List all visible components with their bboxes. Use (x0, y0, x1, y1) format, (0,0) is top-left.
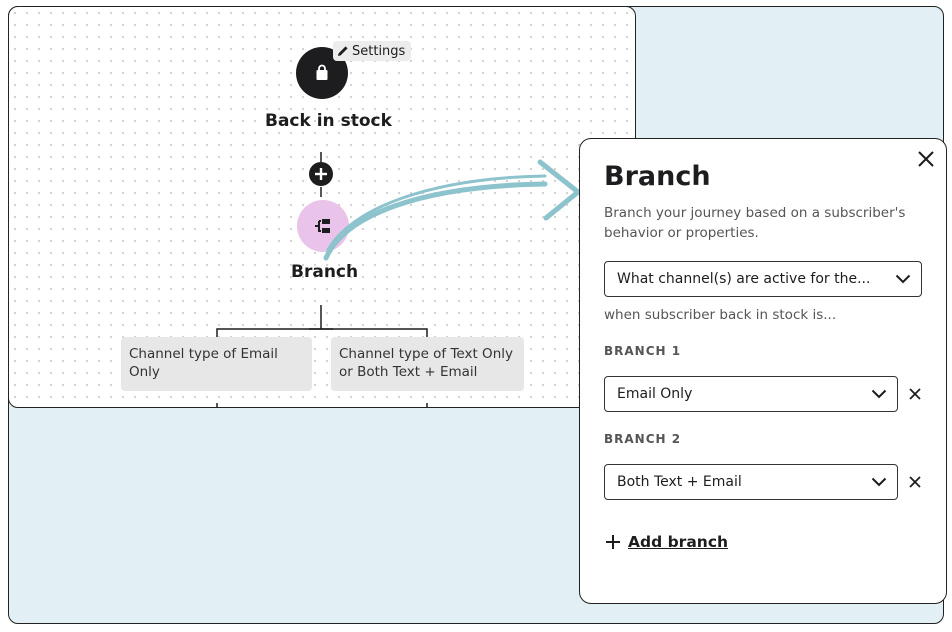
branch-node[interactable] (297, 200, 349, 252)
branch-1-value: Email Only (617, 386, 693, 402)
journey-canvas[interactable]: Settings Back in stock Branch Channel ty… (8, 6, 636, 408)
add-branch-label: Add branch (628, 533, 729, 551)
branch-2-heading: BRANCH 2 (604, 432, 682, 446)
branch-condition-chip[interactable]: Channel type of Text Only or Both Text +… (331, 337, 524, 391)
connector-lines (216, 152, 428, 407)
condition-select[interactable]: What channel(s) are active for the... (604, 261, 922, 297)
branch-1-heading: BRANCH 1 (604, 344, 682, 358)
condition-select-value: What channel(s) are active for the... (617, 271, 871, 287)
chevron-down-icon (871, 389, 887, 399)
branch-icon (315, 219, 330, 233)
helper-text: when subscriber back in stock is... (604, 307, 837, 323)
panel-title: Branch (604, 161, 711, 192)
plus-circle-icon[interactable] (308, 161, 334, 187)
chevron-down-icon (871, 477, 887, 487)
settings-label: Settings (352, 43, 406, 59)
plus-icon (606, 535, 620, 549)
pencil-icon (338, 46, 348, 56)
branch-condition-chip[interactable]: Channel type of Email Only (121, 337, 312, 391)
shopping-bag-icon (316, 64, 328, 80)
close-icon[interactable] (916, 149, 936, 169)
branch-settings-panel: Branch Branch your journey based on a su… (579, 138, 947, 604)
branch-2-value: Both Text + Email (617, 474, 742, 490)
trigger-node-label: Back in stock (265, 111, 392, 131)
add-branch-button[interactable]: Add branch (604, 533, 728, 551)
branch-node-label: Branch (291, 262, 359, 282)
branch-1-select[interactable]: Email Only (604, 376, 898, 412)
remove-branch-1-icon[interactable] (906, 385, 924, 403)
remove-branch-2-icon[interactable] (906, 473, 924, 491)
settings-button[interactable]: Settings (333, 41, 412, 61)
panel-description: Branch your journey based on a subscribe… (604, 205, 906, 241)
branch-2-select[interactable]: Both Text + Email (604, 464, 898, 500)
chevron-down-icon (895, 274, 911, 284)
